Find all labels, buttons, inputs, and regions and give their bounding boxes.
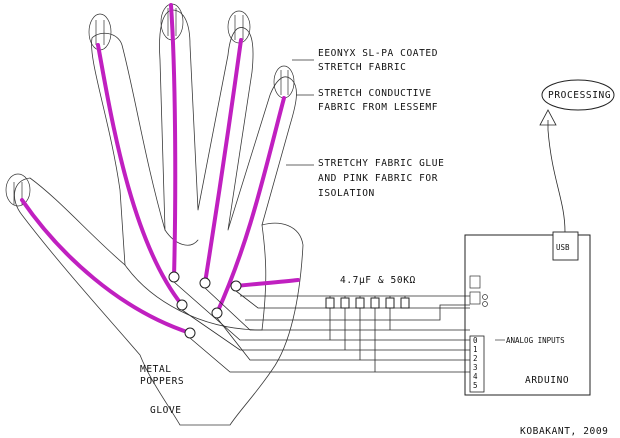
eeonyx-label-1: EEONYX SL-PA COATED: [318, 48, 438, 59]
analog-pin-1: 1: [473, 345, 478, 354]
analog-pin-4: 4: [473, 372, 478, 381]
thumb-sensor-pad: [5, 173, 31, 207]
arduino-board: [464, 231, 591, 396]
glue-label-3: ISOLATION: [318, 188, 375, 199]
popper-ring: [199, 277, 211, 289]
analog-pin-0: 0: [473, 336, 478, 345]
arduino-label: ARDUINO: [525, 375, 569, 386]
wiring: [173, 281, 470, 373]
glue-label-2: AND PINK FABRIC FOR: [318, 173, 438, 184]
ring-sensor-pad: [227, 10, 251, 44]
popper-index: [176, 299, 188, 311]
metal-poppers-label-2: POPPERS: [140, 376, 184, 387]
usb-cable: [547, 120, 566, 233]
arrow-up-icon: [539, 109, 557, 126]
glue-label-1: STRETCHY FABRIC GLUE: [318, 158, 444, 169]
conductive-label-2: FABRIC FROM LESSEMF: [318, 102, 438, 113]
processing-bubble: [541, 79, 615, 111]
popper-ground: [230, 280, 242, 292]
conductive-label-1: STRETCH CONDUCTIVE: [318, 88, 432, 99]
eeonyx-label-2: STRETCH FABRIC: [318, 62, 406, 73]
analog-pin-3: 3: [473, 363, 478, 372]
pink-isolation-traces: [20, 3, 300, 335]
signature: KOBAKANT, 2009: [520, 426, 608, 437]
popper-middle: [168, 271, 180, 283]
component-label: 4.7μF & 50KΩ: [340, 275, 416, 286]
popper-thumb: [184, 327, 196, 339]
glove-label: GLOVE: [150, 405, 182, 416]
analog-pin-2: 2: [473, 354, 478, 363]
leader-lines: [286, 59, 505, 341]
glove-outline: [14, 9, 304, 426]
index-sensor-pad: [88, 13, 112, 51]
metal-poppers-label-1: METAL: [140, 364, 172, 375]
analog-pin-5: 5: [473, 381, 478, 390]
analog-inputs-label: ANALOG INPUTS: [506, 336, 565, 345]
fingertip-sensors: [5, 3, 295, 207]
analog-pin-labels: 0 1 2 3 4 5: [473, 336, 478, 390]
component-bank: [325, 297, 410, 309]
usb-port: [552, 231, 579, 261]
analog-pin-header: [469, 335, 485, 393]
processing-label: PROCESSING: [548, 90, 611, 101]
usb-label: USB: [556, 243, 570, 252]
